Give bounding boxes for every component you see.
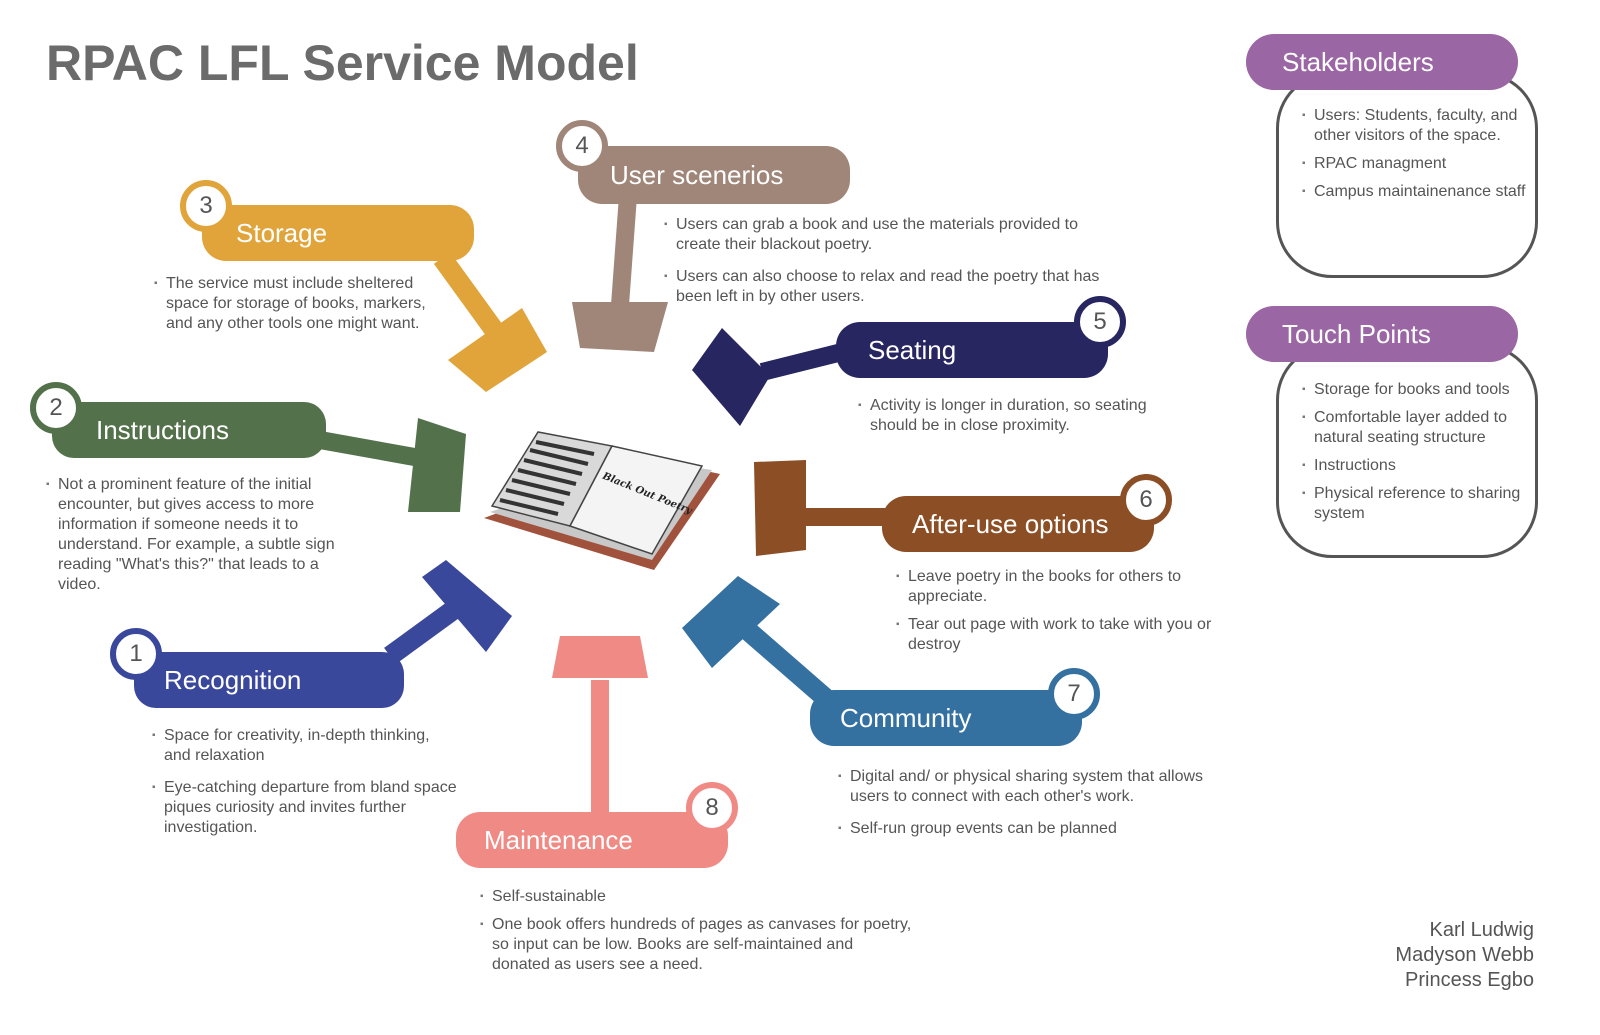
touch-points-list: Storage for books and tools Comfortable … [1302, 380, 1548, 532]
ring-segment-recognition [422, 560, 512, 652]
connector-user-scenerios [611, 195, 637, 306]
step-label: Seating [868, 334, 957, 365]
step-number-badge: 2 [30, 382, 82, 434]
touch-point-item: Storage for books and tools [1302, 380, 1548, 400]
stakeholder-item: Campus maintainenance staff [1302, 182, 1532, 202]
bullet: Eye-catching departure from bland space … [152, 778, 460, 838]
step-number-badge: 3 [180, 180, 232, 232]
bullet: Users can also choose to relax and read … [664, 267, 1116, 307]
step-after-use-pill: After-use options [882, 496, 1154, 552]
bullet: Self-run group events can be planned [838, 819, 1242, 839]
recognition-notes: Space for creativity, in-depth thinking,… [152, 726, 460, 846]
authors: Karl Ludwig Madyson Webb Princess Egbo [1395, 918, 1534, 993]
connector-recognition [384, 596, 466, 665]
bullet: The service must include sheltered space… [154, 274, 456, 334]
bullet: Space for creativity, in-depth thinking,… [152, 726, 460, 766]
ring-segment-user-scenerios [572, 302, 668, 352]
stakeholders-header: Stakeholders [1246, 34, 1518, 90]
open-book-icon: Black Out Poetry [484, 431, 720, 570]
step-label: After-use options [912, 508, 1109, 539]
bullet: Tear out page with work to take with you… [896, 615, 1248, 655]
ring-segment-seating [692, 328, 770, 426]
maintenance-notes: Self-sustainable One book offers hundred… [480, 887, 912, 983]
step-label: Storage [236, 217, 328, 248]
step-number-badge: 6 [1120, 474, 1172, 526]
connector-instructions [318, 431, 422, 467]
touch-point-item: Comfortable layer added to natural seati… [1302, 408, 1548, 448]
step-label: Instructions [96, 414, 229, 445]
step-seating-pill: Seating [836, 322, 1108, 378]
user-scenerios-notes: Users can grab a book and use the materi… [664, 215, 1116, 315]
seating-notes: Activity is longer in duration, so seati… [858, 396, 1180, 444]
author-name: Karl Ludwig [1429, 919, 1534, 941]
bullet: Digital and/ or physical sharing system … [838, 767, 1242, 807]
step-instructions-pill: Instructions [52, 402, 326, 458]
touch-point-item: Physical reference to sharing system [1302, 484, 1548, 524]
community-notes: Digital and/ or physical sharing system … [838, 767, 1242, 847]
connector-seating [759, 343, 845, 381]
author-name: Madyson Webb [1395, 944, 1534, 966]
instructions-notes: Not a prominent feature of the initial e… [46, 475, 348, 603]
bullet: One book offers hundreds of pages as can… [480, 915, 912, 975]
step-label: User scenerios [610, 159, 784, 190]
storage-notes: The service must include sheltered space… [154, 274, 456, 342]
ring-segment-instructions [408, 418, 466, 512]
step-user-scenerios-pill: User scenerios [578, 146, 850, 204]
ring-segment-storage [448, 308, 547, 392]
step-number-badge: 7 [1048, 668, 1100, 720]
connector-storage [433, 252, 509, 344]
step-label: Maintenance [484, 824, 633, 855]
step-number-badge: 1 [110, 628, 162, 680]
ring-segment-maintenance [552, 636, 648, 678]
step-maintenance-pill: Maintenance [456, 812, 728, 868]
step-number-badge: 8 [686, 782, 738, 834]
stakeholder-item: RPAC managment [1302, 154, 1532, 174]
touch-point-item: Instructions [1302, 456, 1548, 476]
step-label: Community [840, 702, 972, 733]
step-label: Recognition [164, 664, 302, 695]
after-use-notes: Leave poetry in the books for others to … [896, 567, 1248, 663]
ring-segment-after-use [754, 460, 806, 556]
bullet: Self-sustainable [480, 887, 912, 907]
bullet: Leave poetry in the books for others to … [896, 567, 1248, 607]
touch-points-header: Touch Points [1246, 306, 1518, 362]
bullet: Users can grab a book and use the materi… [664, 215, 1116, 255]
connector-community [731, 614, 837, 710]
stakeholders-list: Users: Students, faculty, and other visi… [1302, 106, 1532, 210]
ring-segment-community [682, 576, 780, 668]
step-number-badge: 4 [556, 120, 608, 172]
bullet: Activity is longer in duration, so seati… [858, 396, 1180, 436]
author-name: Princess Egbo [1405, 969, 1534, 991]
step-recognition-pill: Recognition [134, 652, 404, 708]
step-community-pill: Community [810, 690, 1082, 746]
step-storage-pill: Storage [202, 205, 474, 261]
stakeholder-item: Users: Students, faculty, and other visi… [1302, 106, 1532, 146]
page-title: RPAC LFL Service Model [46, 35, 639, 91]
bullet: Not a prominent feature of the initial e… [46, 475, 348, 595]
